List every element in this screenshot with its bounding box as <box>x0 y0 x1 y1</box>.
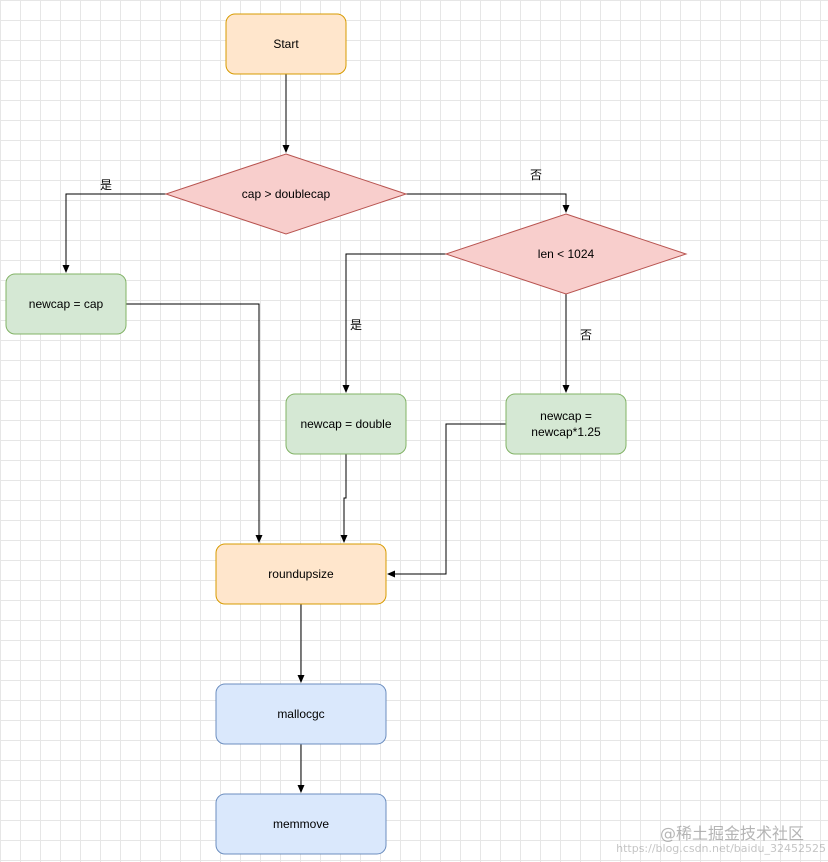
node-mallocgc-label: mallocgc <box>277 707 324 721</box>
node-cond-len-label: len < 1024 <box>538 247 595 261</box>
node-newcap-125[interactable]: newcap = newcap*1.25 <box>505 393 627 455</box>
node-cond-len-shape <box>444 213 688 295</box>
edge-cond-len-yes <box>342 253 446 393</box>
node-memmove[interactable]: memmove <box>215 793 387 855</box>
edge-label-no-2: 否 <box>580 328 592 342</box>
node-newcap-cap-label: newcap = cap <box>29 297 104 311</box>
node-memmove-label: memmove <box>273 817 329 831</box>
node-start-shape <box>225 13 347 75</box>
node-newcap-double-shape <box>285 393 407 455</box>
node-newcap-125-label-line1: newcap = <box>540 409 592 423</box>
watermark: https://blog.csdn.net/baidu_32452525 @稀土… <box>558 820 828 858</box>
edge-newcap-double-to-roundupsize <box>340 454 348 543</box>
edge-label-yes-2: 是 <box>350 318 362 332</box>
node-newcap-125-label-line2: newcap*1.25 <box>531 425 601 439</box>
node-newcap-cap[interactable]: newcap = cap <box>5 273 127 335</box>
edge-cond-doublecap-yes <box>62 193 166 273</box>
edge-newcap-125-to-roundupsize <box>387 423 506 578</box>
node-newcap-125-shape <box>505 393 627 455</box>
watermark-brand: @稀土掘金技术社区 <box>659 824 804 843</box>
node-cond-len[interactable]: len < 1024 <box>444 213 688 295</box>
node-cond-doublecap[interactable]: cap > doublecap <box>164 153 408 235</box>
node-start[interactable]: Start <box>225 13 347 75</box>
edges <box>62 74 570 793</box>
node-newcap-cap-shape <box>5 273 127 335</box>
watermark-url: https://blog.csdn.net/baidu_32452525 <box>616 842 826 855</box>
node-memmove-shape <box>215 793 387 855</box>
edge-label-yes-1: 是 <box>100 178 112 192</box>
node-roundupsize-shape <box>215 543 387 605</box>
node-cond-doublecap-shape <box>164 153 408 235</box>
node-roundupsize-label: roundupsize <box>268 567 334 581</box>
edge-label-no-1: 否 <box>530 168 542 182</box>
edge-newcap-cap-to-roundupsize <box>126 303 263 543</box>
node-mallocgc-shape <box>215 683 387 745</box>
edge-cond-doublecap-no <box>406 193 570 213</box>
node-roundupsize[interactable]: roundupsize <box>215 543 387 605</box>
node-cond-doublecap-label: cap > doublecap <box>242 187 331 201</box>
node-mallocgc[interactable]: mallocgc <box>215 683 387 745</box>
node-newcap-double-label: newcap = double <box>300 417 391 431</box>
node-start-label: Start <box>273 37 299 51</box>
node-newcap-double[interactable]: newcap = double <box>285 393 407 455</box>
